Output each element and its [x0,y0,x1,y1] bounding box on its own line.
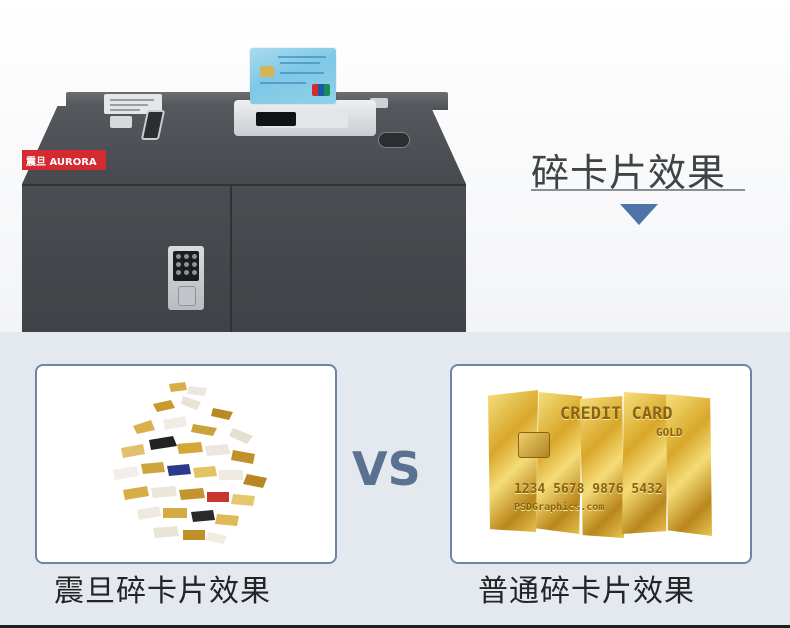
keypad-key [192,254,197,259]
shred-fragments [113,382,267,544]
shredder-machine-image: 震旦 AURORA [22,88,466,332]
ordinary-shred-panel: CREDIT CARD GOLD 1234 5678 9876 5432 PSD… [450,364,752,564]
card-strip [666,394,712,536]
inserted-bank-card-image [250,48,336,104]
brand-badge-text: 震旦 AURORA [26,157,97,168]
card-print-line [260,82,306,84]
card-network-logo [312,84,330,96]
keypad-key [184,262,189,267]
keypad-key [176,270,181,275]
sticker-line [110,109,140,111]
strip-cut-gold-card-image: CREDIT CARD GOLD 1234 5678 9876 5432 PSD… [488,390,714,538]
shredder-control-button [378,132,410,148]
hero-title-underline [531,189,745,191]
card-chip [260,66,274,77]
card-strip [622,392,668,534]
bottom-rule [0,625,790,628]
down-arrow-icon [620,204,658,225]
shredded-card-pile-image [113,382,267,544]
keypad-key [192,262,197,267]
sticker-line [110,99,154,101]
shredder-side-label [370,98,388,108]
card-strip [488,390,538,532]
feed-slot [256,112,296,126]
keypad-key [176,262,181,267]
sticker-line [110,104,148,106]
card-print-line [278,56,326,58]
brand-badge: 震旦 AURORA [22,150,106,170]
keypad-key [184,254,189,259]
card-print-line [280,62,320,64]
keypad [173,251,199,281]
card-strip [536,392,582,534]
shredder-cabinet [22,184,466,332]
shredder-feed-tray [234,100,376,136]
shredder-warning-label [110,116,132,128]
hero-title: 碎卡片效果 [531,151,727,195]
hero-section: 震旦 AURORA 碎卡片效果 [0,0,790,332]
shredder-door-seam [230,184,232,332]
keypad-lock [168,246,204,310]
card-chip [518,432,550,458]
ordinary-caption: 普通碎卡片效果 [478,574,695,609]
card-watermark: PSDGraphics.com [514,502,605,513]
shredder-info-sticker [104,94,162,114]
vs-label: VS [352,442,421,496]
aurora-shred-panel [35,364,337,564]
card-subtitle: GOLD [656,426,683,439]
aurora-caption: 震旦碎卡片效果 [54,574,271,609]
keypad-key [184,270,189,275]
shredder-divider [22,184,466,186]
keypad-key [192,270,197,275]
card-strip [580,396,624,538]
card-title: CREDIT CARD [560,404,673,424]
keypad-key [176,254,181,259]
comparison-section: VS CREDIT CARD GOLD 1234 5678 9876 5432 … [0,332,790,628]
card-print-line [280,72,324,74]
lock-knob [178,286,196,306]
card-number: 1234 5678 9876 5432 [514,482,663,497]
